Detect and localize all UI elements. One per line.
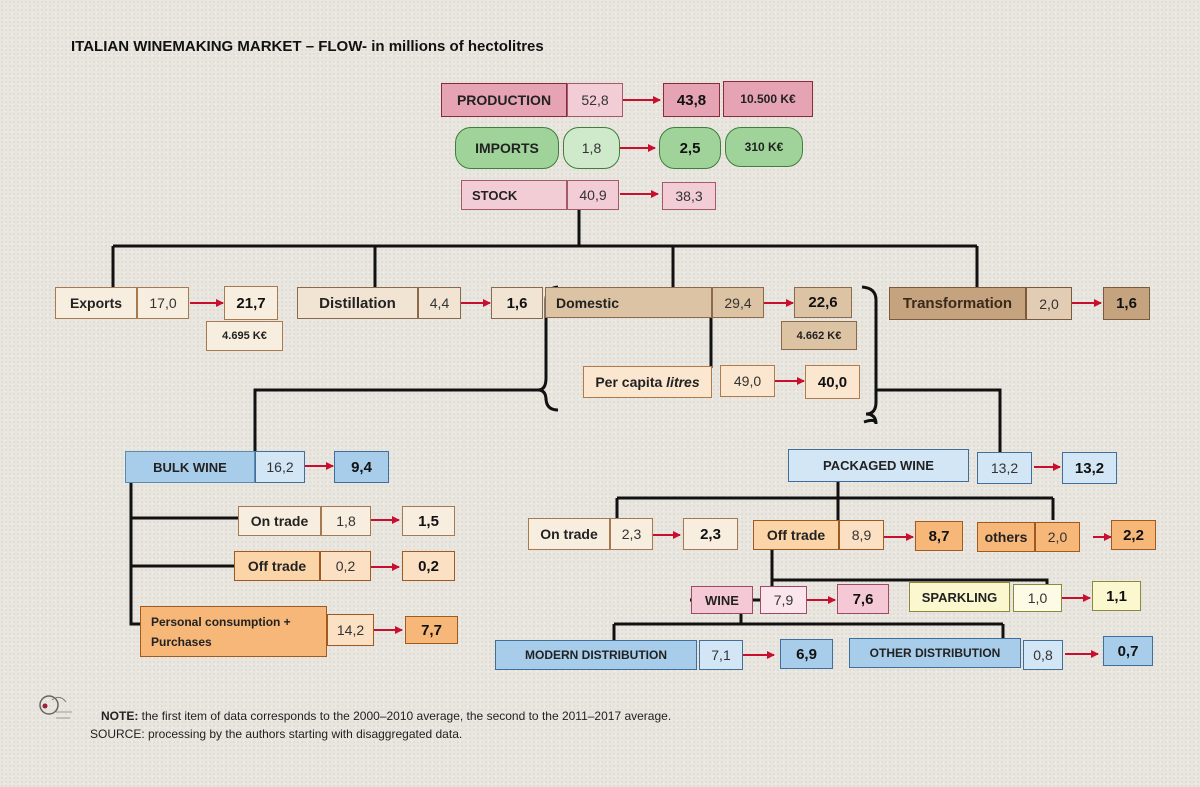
per-capita-label-text: Per capita (595, 374, 663, 390)
bulk-off-trade-label: Off trade (234, 551, 320, 581)
packaged-wine-value-2: 13,2 (1062, 452, 1117, 484)
bulk-wine-value-2: 9,4 (334, 451, 389, 483)
wine-value-1: 7,9 (760, 586, 807, 614)
imports-value-1: 1,8 (563, 127, 620, 169)
other-distribution-value-1: 0,8 (1023, 640, 1063, 670)
imports-value-keur: 310 K€ (725, 127, 803, 167)
modern-distribution-value-2: 6,9 (780, 639, 833, 669)
note-body: the first item of data corresponds to th… (138, 709, 672, 723)
packaged-off-trade-label: Off trade (753, 520, 839, 550)
production-value-keur: 10.500 K€ (723, 81, 813, 117)
sparkling-value-2: 1,1 (1092, 581, 1141, 611)
other-distribution-value-2: 0,7 (1103, 636, 1153, 666)
other-distribution-label: OTHER DISTRIBUTION (849, 638, 1021, 668)
modern-distribution-label: MODERN DISTRIBUTION (495, 640, 697, 670)
distillation-value-1: 4,4 (418, 287, 461, 319)
bulk-on-trade-label: On trade (238, 506, 321, 536)
note-label: NOTE: (101, 709, 139, 723)
bulk-on-trade-value-1: 1,8 (321, 506, 371, 536)
production-value-1: 52,8 (567, 83, 623, 117)
note-text: NOTE: the first item of data corresponds… (101, 709, 671, 723)
exports-label: Exports (55, 287, 137, 319)
personal-consumption-line-2: Purchases (151, 634, 212, 649)
per-capita-value-2: 40,0 (805, 365, 860, 399)
personal-consumption-value-1: 14,2 (327, 614, 374, 646)
sparkling-label: SPARKLING (909, 582, 1010, 612)
bulk-wine-label: BULK WINE (125, 451, 255, 483)
packaged-on-trade-value-2: 2,3 (683, 518, 738, 550)
domestic-value-2: 22,6 (794, 287, 852, 318)
stock-value-1: 40,9 (567, 180, 619, 210)
packaged-off-trade-value-2: 8,7 (915, 521, 963, 551)
exports-value-2: 21,7 (224, 286, 278, 320)
production-label: PRODUCTION (441, 83, 567, 117)
imports-label: IMPORTS (455, 127, 559, 169)
domestic-value-1: 29,4 (712, 287, 764, 318)
bulk-wine-value-1: 16,2 (255, 451, 305, 483)
bulk-off-trade-value-1: 0,2 (320, 551, 371, 581)
per-capita-value-1: 49,0 (720, 365, 775, 397)
others-value-1: 2,0 (1035, 522, 1080, 552)
page-title: ITALIAN WINEMAKING MARKET – FLOW- in mil… (71, 38, 544, 55)
publisher-logo-icon (39, 695, 72, 719)
others-label: others (977, 522, 1035, 552)
packaged-on-trade-value-1: 2,3 (610, 518, 653, 550)
distillation-label: Distillation (297, 287, 418, 319)
bulk-off-trade-value-2: 0,2 (402, 551, 455, 581)
sparkling-value-1: 1,0 (1013, 584, 1062, 612)
wine-label: WINE (691, 586, 753, 614)
transformation-value-2: 1,6 (1103, 287, 1150, 320)
production-value-2: 43,8 (663, 83, 720, 117)
packaged-off-trade-value-1: 8,9 (839, 520, 884, 550)
bulk-on-trade-value-2: 1,5 (402, 506, 455, 536)
packaged-wine-value-1: 13,2 (977, 452, 1032, 484)
domestic-label: Domestic (545, 287, 712, 318)
personal-consumption-line-1: Personal consumption + (151, 614, 291, 629)
packaged-on-trade-label: On trade (528, 518, 610, 550)
personal-consumption-value-2: 7,7 (405, 616, 458, 644)
per-capita-unit: litres (666, 374, 700, 390)
per-capita-label: Per capita litres (583, 366, 712, 398)
imports-value-2: 2,5 (659, 127, 721, 169)
exports-value-1: 17,0 (137, 287, 189, 319)
modern-distribution-value-1: 7,1 (699, 640, 743, 670)
personal-consumption-label: Personal consumption + Purchases (140, 606, 327, 657)
domestic-value-keur: 4.662 K€ (781, 321, 857, 350)
exports-value-keur: 4.695 K€ (206, 321, 283, 351)
transformation-label: Transformation (889, 287, 1026, 320)
transformation-value-1: 2,0 (1026, 287, 1072, 320)
stock-label: STOCK (461, 180, 567, 210)
stock-value-2: 38,3 (662, 182, 716, 210)
others-value-2: 2,2 (1111, 520, 1156, 550)
wine-value-2: 7,6 (837, 584, 889, 614)
source-text: SOURCE: processing by the authors starti… (90, 727, 463, 741)
distillation-value-2: 1,6 (491, 287, 543, 319)
packaged-wine-label: PACKAGED WINE (788, 449, 969, 482)
